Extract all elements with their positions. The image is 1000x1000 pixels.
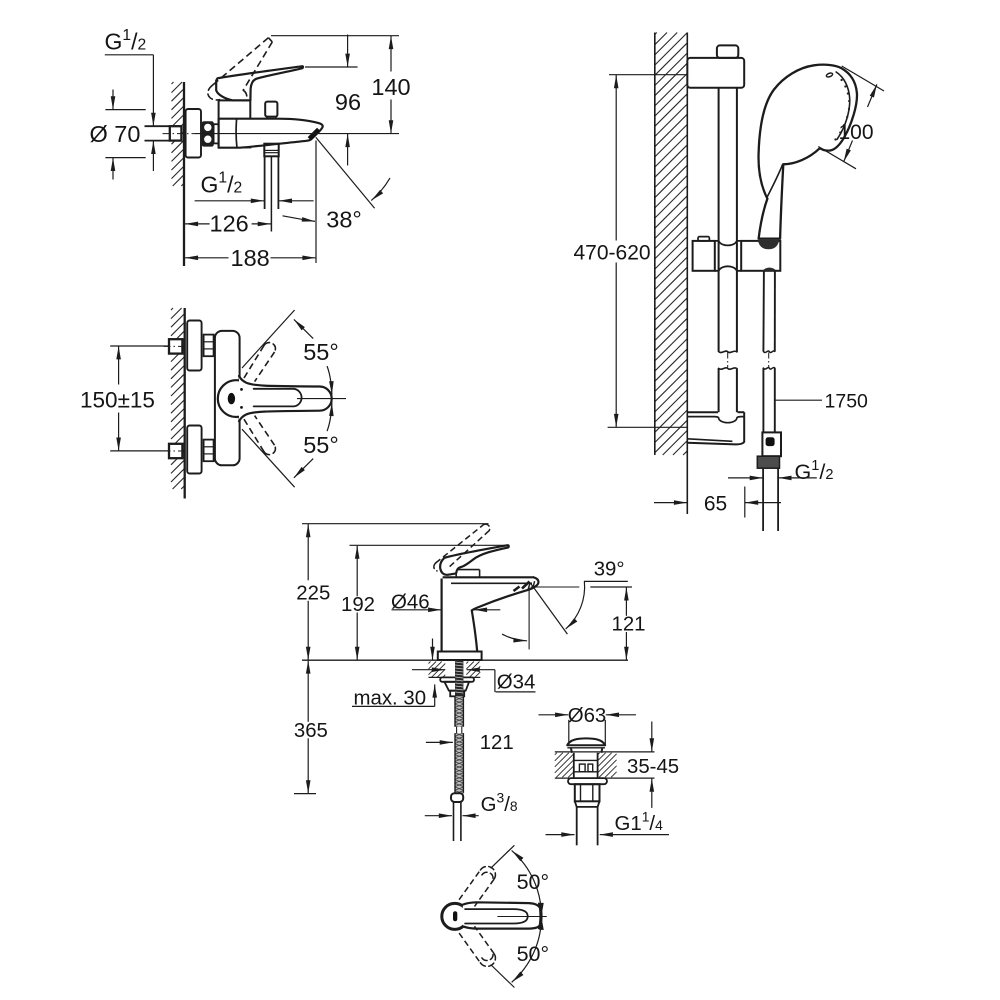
- svg-text:188: 188: [231, 245, 270, 271]
- svg-text:150±15: 150±15: [80, 387, 155, 412]
- svg-text:Ø34: Ø34: [497, 672, 536, 694]
- svg-text:50°: 50°: [517, 870, 550, 894]
- svg-text:38°: 38°: [326, 206, 362, 232]
- svg-text:470-620: 470-620: [574, 241, 651, 264]
- svg-text:96: 96: [335, 89, 361, 115]
- svg-text:55°: 55°: [303, 339, 339, 365]
- svg-text:126: 126: [210, 211, 249, 237]
- svg-text:1750: 1750: [825, 391, 869, 413]
- svg-text:G11/4: G11/4: [615, 808, 664, 835]
- svg-text:192: 192: [341, 594, 375, 616]
- svg-text:Ø46: Ø46: [391, 591, 430, 613]
- svg-text:Ø63: Ø63: [568, 705, 607, 727]
- svg-text:G3/8: G3/8: [481, 789, 518, 816]
- svg-text:Ø 70: Ø 70: [90, 121, 141, 147]
- svg-text:365: 365: [294, 720, 328, 742]
- svg-text:121: 121: [611, 614, 645, 636]
- svg-text:65: 65: [704, 492, 727, 515]
- svg-text:max. 30: max. 30: [354, 687, 427, 709]
- svg-text:100: 100: [838, 121, 873, 144]
- svg-text:39°: 39°: [594, 558, 625, 580]
- svg-text:50°: 50°: [517, 942, 550, 966]
- svg-text:225: 225: [296, 583, 330, 605]
- svg-text:G1/2: G1/2: [201, 170, 243, 198]
- svg-text:35-45: 35-45: [627, 756, 679, 778]
- svg-text:140: 140: [371, 74, 410, 100]
- svg-text:G1/2: G1/2: [795, 458, 834, 484]
- svg-text:55°: 55°: [303, 432, 339, 458]
- svg-text:G1/2: G1/2: [105, 27, 147, 55]
- svg-text:121: 121: [480, 732, 514, 754]
